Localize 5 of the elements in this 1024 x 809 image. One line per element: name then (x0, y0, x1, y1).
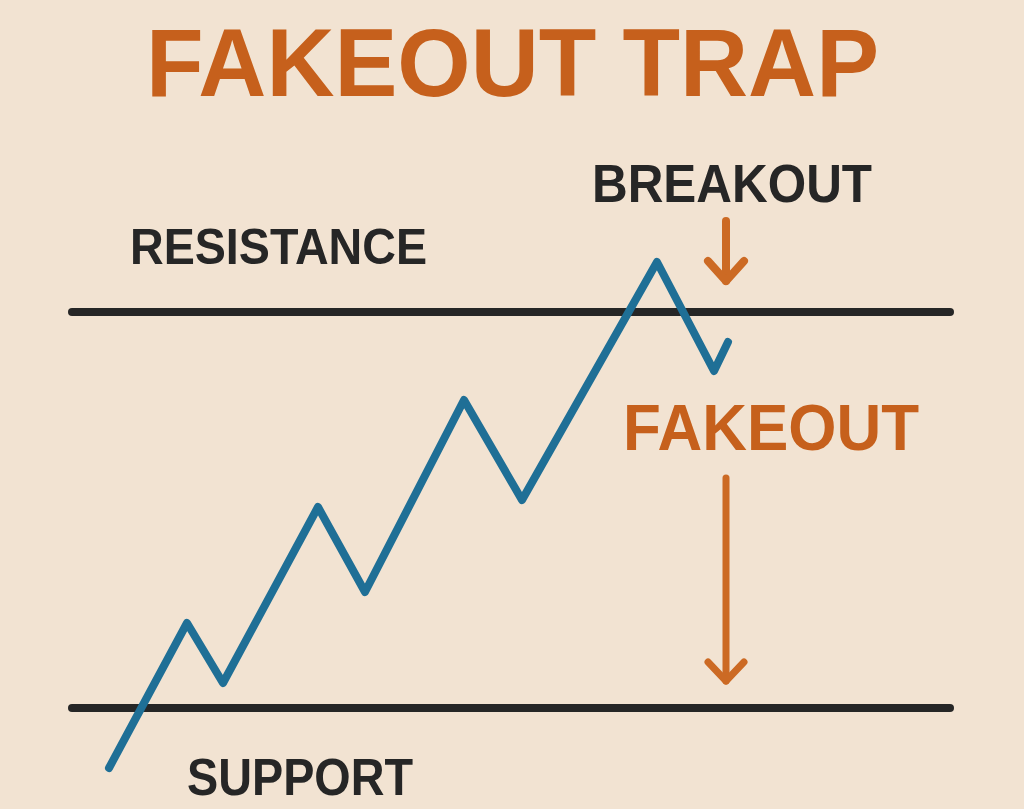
line-label: SUPPORT (187, 750, 413, 803)
line-label: RESISTANCE (130, 222, 427, 273)
callout-label: BREAKOUT (592, 156, 872, 211)
callout-label: FAKEOUT (623, 396, 919, 461)
title: FAKEOUT TRAP (146, 14, 879, 111)
